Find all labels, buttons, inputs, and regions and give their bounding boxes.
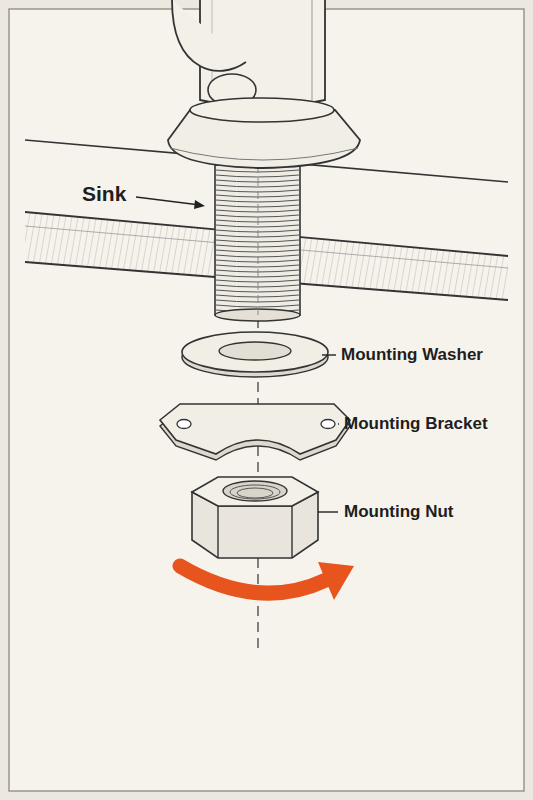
leader-lines <box>136 197 339 512</box>
threaded-shank <box>215 165 300 321</box>
part-label: Mounting Bracket <box>344 415 488 434</box>
part-label: Mounting Washer <box>341 346 483 365</box>
part-label: Sink <box>82 182 126 205</box>
part-label: Mounting Nut <box>344 503 454 522</box>
card-frame <box>9 9 524 791</box>
mounting-washer <box>182 332 328 377</box>
mounting-bracket <box>160 404 350 460</box>
mounting-nut <box>192 477 318 558</box>
faucet-body <box>168 0 360 168</box>
rotation-arrow <box>180 562 354 600</box>
